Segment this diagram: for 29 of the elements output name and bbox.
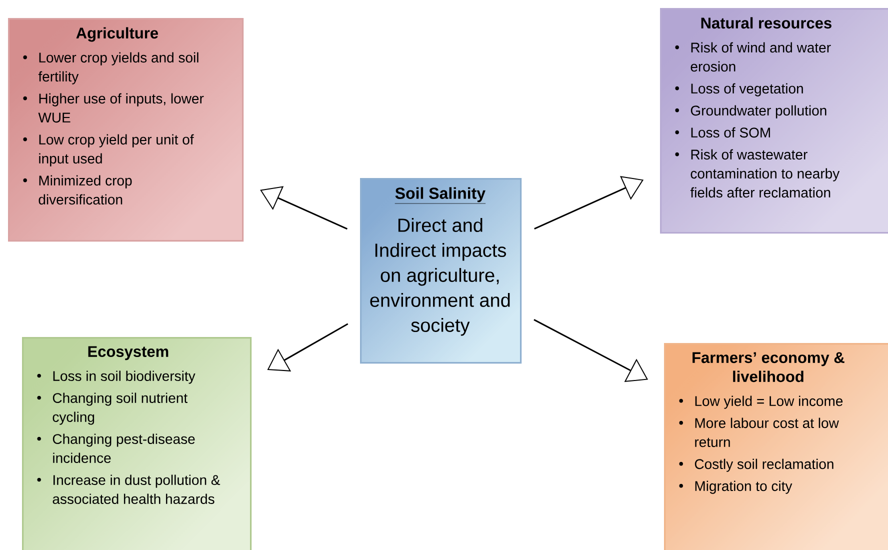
bullet-item: Loss of SOM: [675, 127, 770, 138]
bullet-item: Low crop yield per unit of input used: [23, 134, 194, 166]
bullet-item: Changing pest-disease incidence: [37, 434, 195, 463]
bullet-item: Increase in dust pollution & associated health hazards: [37, 474, 220, 504]
bullet-item: Risk of wastewater contamination to nearby fields after reclamation: [675, 149, 840, 198]
bullet-item: Risk of wind and water erosion: [675, 42, 831, 72]
bullet-item: Changing soil nutrient cycling: [37, 392, 188, 425]
text-box: [664, 343, 888, 550]
heading: Agriculture: [76, 27, 158, 42]
text-box: [660, 8, 888, 234]
bullet-item: Lower crop yields and soil fertility: [23, 52, 198, 84]
text-box: [8, 18, 244, 242]
heading: Natural resources: [701, 17, 832, 29]
heading: Soil Salinity: [394, 187, 486, 204]
bullet-item: Loss of vegetation: [675, 83, 803, 96]
bullet-item: Loss in soil biodiversity: [37, 370, 196, 384]
heading: Farmers’ economy & livelihood: [692, 352, 844, 382]
description: Direct and Indirect impacts on agriculture, environment and society: [370, 218, 510, 336]
arrow: [260, 186, 348, 230]
heading: Ecosystem: [88, 346, 168, 360]
text-box: [22, 337, 252, 550]
central-box: [360, 178, 522, 364]
bullet-item: Low yield = Low income: [679, 396, 843, 409]
bullet-item: Minimized crop diversification: [23, 175, 132, 205]
bullet-item: Higher use of inputs, lower WUE: [23, 93, 204, 123]
bullet-item: Groundwater pollution: [675, 105, 826, 118]
bullet-item: More labour cost at low return: [679, 418, 839, 448]
bullet-item: Migration to city: [679, 480, 792, 494]
bullet-item: Costly soil reclamation: [679, 458, 834, 472]
